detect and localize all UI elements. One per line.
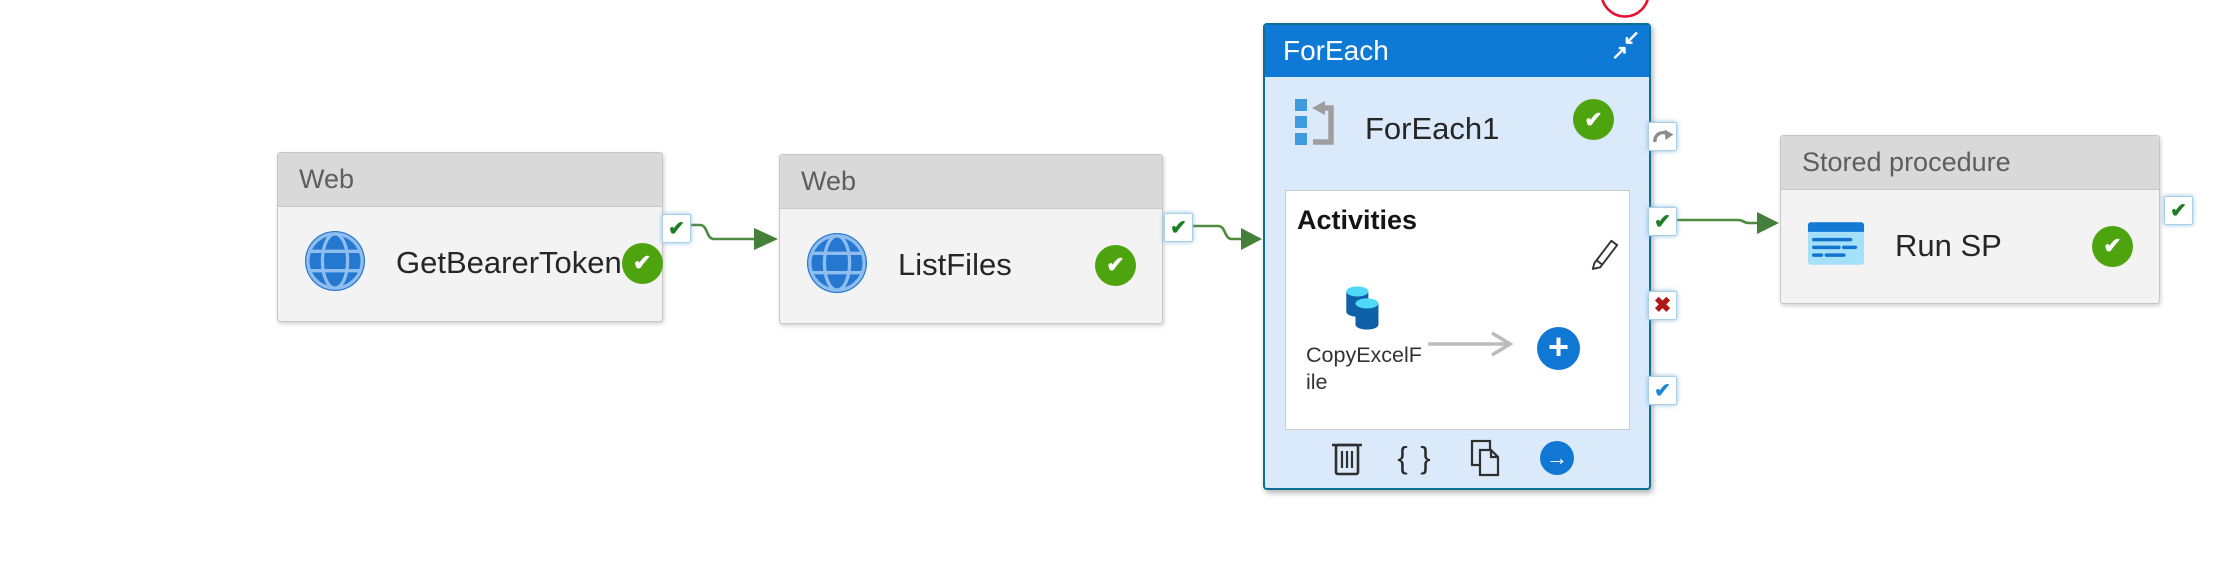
- delete-button[interactable]: [1327, 438, 1367, 478]
- activities-label: Activities: [1297, 205, 1418, 235]
- success-check-icon: ✔: [1170, 216, 1187, 239]
- copy-data-activity-icon: [1338, 285, 1428, 336]
- foreach-header: ForEach ↙ ↗: [1265, 25, 1649, 77]
- success-status-badge: ✔: [1573, 99, 1614, 140]
- completion-handle-foreach[interactable]: ✔: [1648, 376, 1677, 405]
- plus-icon: +: [1547, 326, 1570, 367]
- success-check-icon: ✔: [668, 217, 685, 240]
- clone-button[interactable]: [1465, 438, 1505, 478]
- arrow-right-icon: →: [1540, 441, 1574, 475]
- output-handle-getbearertoken[interactable]: ✔: [662, 214, 691, 243]
- foreach-activity-icon: [1293, 95, 1339, 152]
- child-activity-name: CopyExcelFile: [1306, 343, 1422, 394]
- redo-arrow-icon: [1652, 129, 1673, 142]
- collapse-arrow-in-icon: ↙: [1623, 27, 1640, 49]
- activity-type-header: Stored procedure: [1781, 136, 2159, 190]
- success-status-badge: ✔: [621, 242, 663, 284]
- success-status-badge: ✔: [2092, 225, 2133, 267]
- web-activity-icon: [806, 232, 868, 299]
- success-handle-foreach[interactable]: ✔: [1648, 207, 1677, 236]
- stored-procedure-activity-icon: [1807, 221, 1865, 271]
- success-check-icon: ✔: [1654, 210, 1671, 233]
- skipped-handle-foreach[interactable]: [1648, 122, 1677, 151]
- open-foreach-button[interactable]: →: [1537, 438, 1577, 478]
- trash-icon: [1332, 443, 1362, 476]
- failure-cross-icon: ✖: [1653, 294, 1672, 317]
- braces-icon: { }: [1397, 440, 1433, 475]
- check-icon: ✔: [633, 250, 652, 275]
- web-activity-icon: [304, 230, 366, 297]
- check-icon: ✔: [1106, 252, 1125, 277]
- check-icon: ✔: [2103, 233, 2122, 258]
- activity-type-label: Stored procedure: [1802, 147, 2011, 177]
- add-activity-button[interactable]: +: [1537, 326, 1580, 370]
- activity-node-getbearertoken[interactable]: Web GetBearerToken ✔: [277, 152, 663, 322]
- annotation-red-circle: [1601, 0, 1649, 18]
- completion-check-icon: ✔: [1654, 379, 1671, 402]
- code-button[interactable]: { }: [1395, 438, 1435, 478]
- activity-name: ListFiles: [898, 247, 1012, 282]
- success-status-badge: ✔: [1095, 244, 1136, 286]
- failure-handle-foreach[interactable]: ✖: [1648, 291, 1677, 320]
- activity-node-listfiles[interactable]: Web ListFiles ✔: [779, 154, 1163, 324]
- foreach-type-label: ForEach: [1283, 35, 1389, 66]
- check-icon: ✔: [1584, 106, 1603, 132]
- child-activity-copyexcelfile[interactable]: CopyExcelFile: [1302, 285, 1428, 396]
- output-handle-runsp[interactable]: ✔: [2164, 196, 2193, 225]
- output-handle-listfiles[interactable]: ✔: [1164, 213, 1193, 242]
- activity-name: Run SP: [1895, 228, 2002, 263]
- collapse-icon[interactable]: ↙ ↗: [1603, 27, 1641, 73]
- activity-name: GetBearerToken: [396, 245, 622, 280]
- activity-type-header: Web: [780, 155, 1162, 209]
- copy-pages-icon: [1470, 439, 1500, 477]
- activity-type-label: Web: [801, 166, 857, 196]
- sequence-arrow-icon: [1426, 329, 1520, 364]
- activity-name: ForEach1: [1365, 111, 1500, 146]
- edit-activities-pencil-icon[interactable]: [1587, 235, 1623, 271]
- foreach-container-node[interactable]: ForEach ↙ ↗ ForEach1 ✔ Activities: [1263, 23, 1651, 490]
- foreach-activities-panel: Activities CopyExcelFile: [1285, 190, 1630, 430]
- activity-type-label: Web: [299, 164, 355, 194]
- activity-node-runsp[interactable]: Stored procedure Run SP ✔: [1780, 135, 2160, 304]
- success-check-icon: ✔: [2170, 199, 2187, 222]
- collapse-arrow-out-icon: ↗: [1611, 42, 1628, 64]
- activity-type-header: Web: [278, 153, 662, 207]
